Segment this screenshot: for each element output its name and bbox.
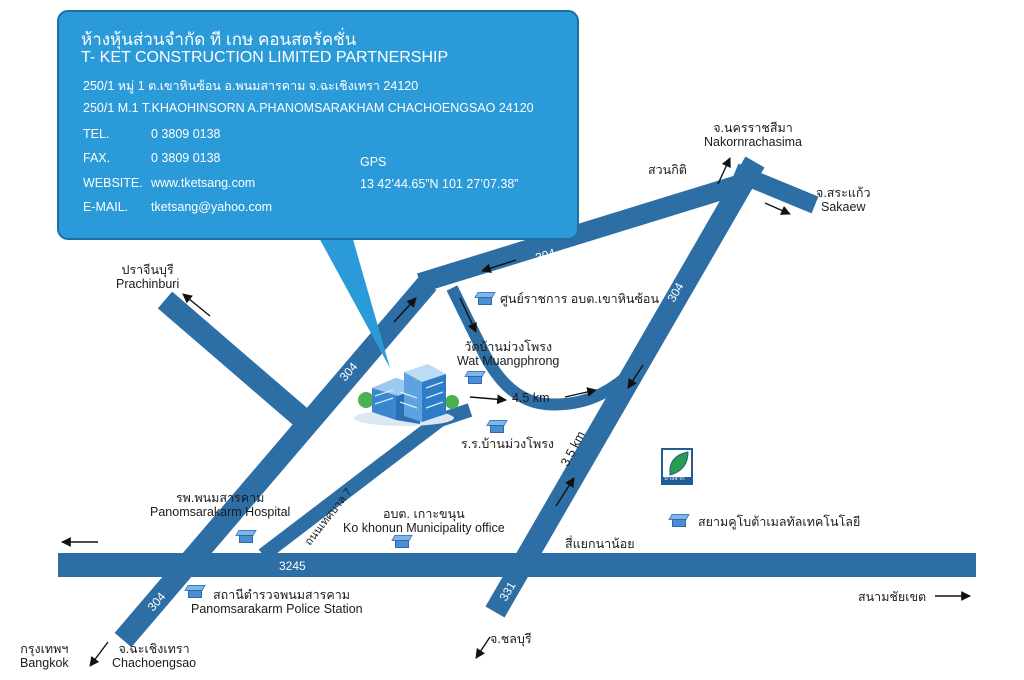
road-label-3245: 3245 (279, 559, 306, 573)
company-building-icon (354, 364, 459, 426)
fax-value: 0 3809 0138 (151, 151, 221, 165)
direction-arrow-icon (717, 157, 731, 185)
road-label-304-c: 304 (534, 246, 558, 265)
direction-arrow-icon (469, 394, 507, 405)
direction-arrow-icon (764, 202, 791, 215)
gps-label: GPS (360, 155, 387, 169)
fax-label: FAX. (83, 151, 111, 165)
email-link[interactable]: tketsang@yahoo.com (151, 200, 273, 214)
label-prachinburi: ปราจีนบุรีPrachinburi (116, 263, 180, 291)
direction-arrow-icon (182, 293, 211, 317)
email-label: E-MAIL. (83, 200, 129, 214)
company-info-callout: ห้างหุ้นส่วนจำกัด ที เกษ คอนสตรัคชั่น T-… (57, 10, 579, 240)
building-icon (486, 420, 508, 434)
bangchak-logo-text: บางจาก (664, 476, 685, 482)
label-distance-4-5km: 4.5 km (512, 391, 550, 405)
direction-arrow-icon (393, 297, 417, 323)
label-sanam-chaiyakhet: สนามชัยเขต (858, 590, 927, 604)
website-label: WEBSITE. (83, 176, 143, 190)
road-prachinburi (157, 291, 318, 434)
direction-arrows (61, 157, 971, 667)
direction-arrow-icon (564, 387, 597, 398)
company-address-th: 250/1 หมู่ 1 ต.เขาหินซ้อน อ.พนมสารคาม จ.… (83, 79, 419, 93)
direction-arrow-icon (481, 259, 517, 273)
building-icon (235, 530, 257, 544)
road-304-331 (485, 156, 765, 618)
road-local-curve (446, 285, 629, 411)
direction-arrow-icon (555, 477, 575, 507)
gps-value: 13 42’44.65”N 101 27’07.38” (360, 177, 519, 191)
tel-label: TEL. (83, 127, 110, 141)
company-address-en: 250/1 M.1 T.KHAOHINSORN A.PHANOMSARAKHAM… (83, 101, 534, 115)
direction-arrow-icon (89, 641, 109, 667)
label-school: ร.ร.บ้านม่วงโพรง (461, 437, 555, 451)
website-link[interactable]: www.tketsang.com (151, 176, 256, 190)
label-suankit: สวนกิติ (648, 163, 687, 177)
tel-value: 0 3809 0138 (151, 127, 221, 141)
direction-arrow-icon (459, 297, 477, 333)
building-icon (184, 585, 206, 599)
building-icon (668, 514, 690, 528)
callout-pointer (318, 236, 390, 368)
bangchak-logo-icon (661, 448, 693, 485)
company-name-en: T- KET CONSTRUCTION LIMITED PARTNERSHIP (81, 49, 449, 66)
label-government-center: ศูนย์ราชการ อบต.เขาหินซ้อน (500, 292, 659, 306)
building-icon (474, 292, 496, 306)
road-304-north (417, 175, 741, 293)
label-siam-kubota: สยามคูโบต้าเมลทัลเทคโนโลยี (698, 515, 861, 529)
building-icon (464, 371, 486, 385)
building-icon (391, 535, 413, 549)
label-sayaek-nanoi: สี่แยกนาน้อย (565, 537, 635, 551)
label-chonburi: จ.ชลบุรี (490, 632, 532, 646)
road-sakaew (731, 163, 819, 214)
direction-arrow-icon (475, 636, 491, 659)
company-name-th: ห้างหุ้นส่วนจำกัด ที เกษ คอนสตรัคชั่น (81, 30, 357, 49)
direction-arrow-icon (627, 364, 644, 389)
